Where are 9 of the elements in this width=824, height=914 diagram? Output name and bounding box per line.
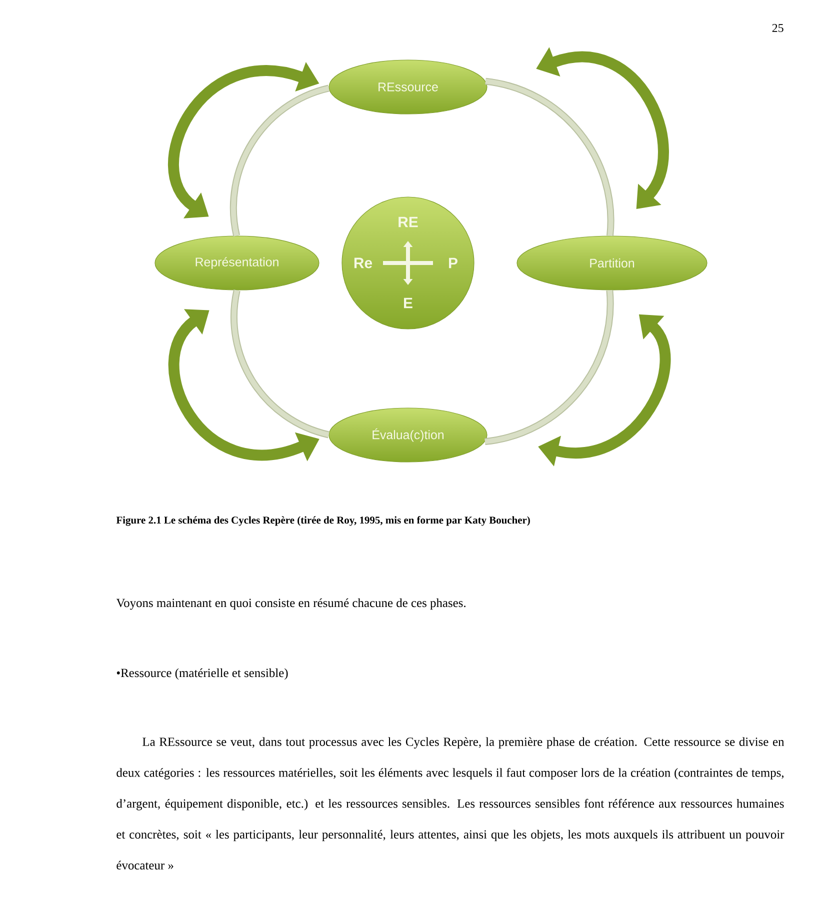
ring-arc	[484, 290, 614, 445]
ring-arc	[484, 78, 614, 236]
body-text: Voyons maintenant en quoi consiste en résumé chacune de ces phases.	[116, 598, 466, 610]
ring-arc	[230, 84, 330, 236]
ring-arc	[230, 290, 330, 438]
figure-caption: Figure 2.1 Le schéma des Cycles Repère (tirée de Roy, 1995, mis en forme par Katy Boucher)	[116, 516, 530, 526]
section-heading: •Ressource (matérielle et sensible)	[116, 668, 288, 680]
page-number: 25	[772, 24, 784, 32]
paragraph: La REssource se veut, dans tout processus avec les Cycles Repère, la première phase de création. Cette ressource se divise en deux catégories : les ressources matérielles, soit les éléments avec lesquels il faut composer lors de la création (contraintes de temps, d’argent, équipement disponible, etc.) et les ressources sensibles. Les ressources sensibles font référence aux ressources humaines et concrètes, soit « les participants, leur personnalité, leurs attentes, ainsi que les objets, les mots auxquels ils attribuent un pouvoir évocateur »	[116, 737, 784, 870]
